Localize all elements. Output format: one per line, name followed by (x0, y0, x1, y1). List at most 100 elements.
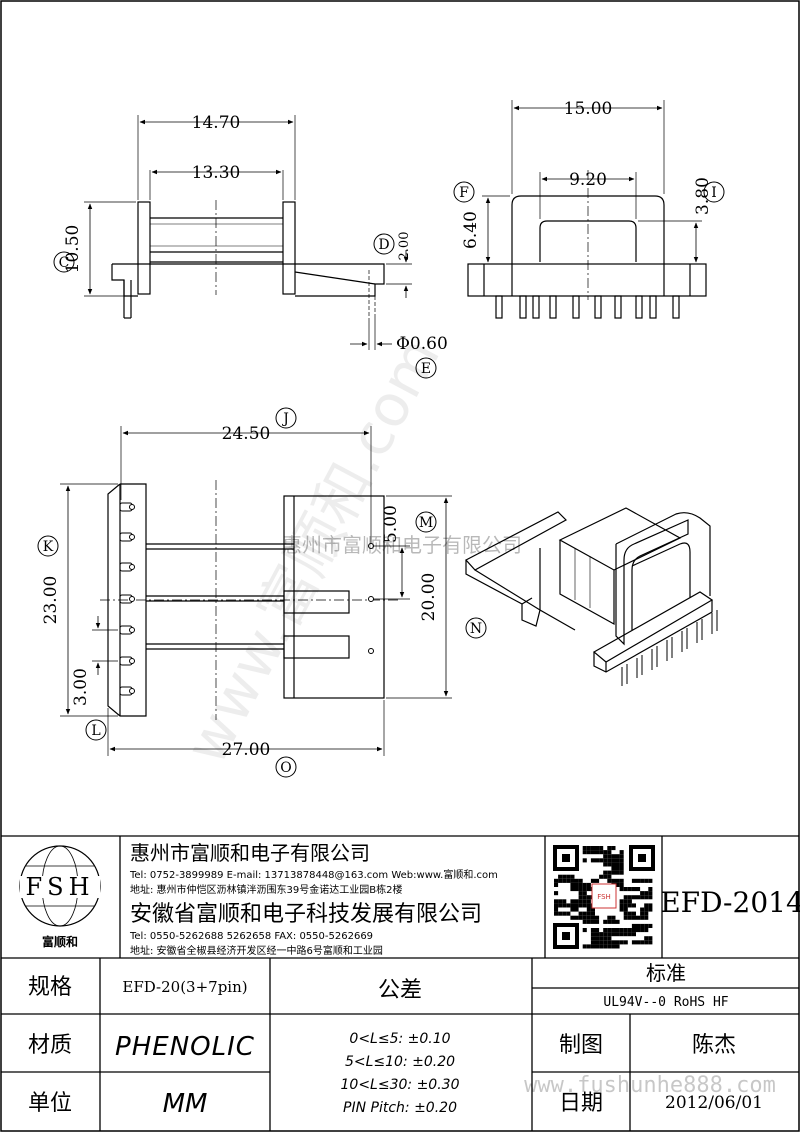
callout-j: J (275, 407, 297, 429)
qr-module (590, 878, 595, 883)
fsh-logo: FSH 富顺和 (19, 845, 101, 949)
qr-module (603, 862, 608, 867)
qr-module (603, 854, 608, 859)
qr-module (623, 940, 628, 945)
qr-module (590, 907, 595, 912)
qr-module (615, 944, 620, 949)
qr-module (558, 911, 563, 916)
qr-module (607, 915, 612, 920)
qr-module (648, 936, 653, 941)
callouts: C D E F I J K L M N O (37, 181, 725, 778)
svg-text:F: F (459, 185, 469, 201)
qr-module (582, 846, 587, 851)
qr-module (578, 911, 583, 916)
dim-14-70: 14.70 (192, 113, 241, 133)
qr-module (640, 891, 645, 896)
qr-module (636, 928, 641, 933)
qr-module (619, 932, 624, 937)
svg-text:O: O (280, 760, 291, 776)
qr-module (590, 858, 595, 863)
qr-module (644, 936, 649, 941)
qr-module (611, 932, 616, 937)
qr-module (648, 923, 653, 928)
qr-module (648, 878, 653, 883)
qr-module (586, 919, 591, 924)
svg-text:M: M (419, 515, 433, 531)
qr-module (590, 850, 595, 855)
qr-module (586, 887, 591, 892)
qr-module (644, 891, 649, 896)
qr-module (566, 903, 571, 908)
qr-module (590, 915, 595, 920)
svg-text:L: L (91, 723, 100, 739)
qr-module (578, 895, 583, 900)
qr-module (599, 936, 604, 941)
dim-6-40: 6.40 (461, 211, 481, 249)
qr-module (578, 882, 583, 887)
qr-module (590, 846, 595, 851)
side-view (84, 115, 412, 350)
company2-contact: Tel: 0550-5262688 5262658 FAX: 0550-5262… (129, 931, 373, 942)
qr-module (615, 878, 620, 883)
watermark-site: www.fushunhe888.com (524, 1073, 776, 1098)
qr-module (574, 899, 579, 904)
qr-module (582, 919, 587, 924)
tolerance-line: 5<L≤10: ±0.20 (345, 1054, 455, 1070)
tolerance-line: 10<L≤30: ±0.30 (341, 1077, 460, 1093)
qr-module (619, 903, 624, 908)
tolerance-label: 公差 (378, 978, 422, 1003)
qr-module (611, 854, 616, 859)
dim-23-00: 23.00 (41, 576, 61, 625)
qr-module (631, 895, 636, 900)
qr-module (607, 936, 612, 941)
qr-module (574, 878, 579, 883)
qr-module (607, 846, 612, 851)
qr-module (590, 919, 595, 924)
qr-module (619, 854, 624, 859)
qr-module (599, 850, 604, 855)
qr-module (640, 928, 645, 933)
dim-3-80: 3.80 (693, 177, 713, 215)
callout-m: M (415, 511, 437, 533)
qr-module (603, 870, 608, 875)
qr-module (595, 850, 600, 855)
callout-n: N (465, 617, 487, 639)
qr-module (615, 882, 620, 887)
qr-module (619, 878, 624, 883)
qr-module (615, 862, 620, 867)
qr-module (599, 846, 604, 851)
qr-module (611, 866, 616, 871)
qr-module (582, 915, 587, 920)
qr-module (582, 895, 587, 900)
qr-module (574, 915, 579, 920)
qr-module (562, 899, 567, 904)
qr-module (627, 928, 632, 933)
qr-module (607, 858, 612, 863)
qr-module (595, 878, 600, 883)
qr-module (554, 882, 559, 887)
qr-module (582, 899, 587, 904)
callout-l: L (85, 719, 107, 741)
qr-module (644, 928, 649, 933)
spec-label: 规格 (28, 975, 72, 1000)
qr-module (603, 919, 608, 924)
dim-24-50: 24.50 (222, 424, 271, 444)
qr-module (595, 944, 600, 949)
qr-module (615, 928, 620, 933)
qr-module (615, 866, 620, 871)
qr-module (619, 907, 624, 912)
qr-module (607, 854, 612, 859)
company1-address: 地址: 惠州市仲恺区沥林镇泮沥围东39号金诺达工业园B栋2楼 (130, 883, 403, 896)
qr-module (619, 850, 624, 855)
qr-module (562, 911, 567, 916)
qr-module (554, 878, 559, 883)
qr-module (586, 903, 591, 908)
qr-module (586, 882, 591, 887)
qr-module (582, 891, 587, 896)
dim-9-20: 9.20 (569, 170, 607, 190)
qr-module (619, 887, 624, 892)
dim-10-50: 10.50 (63, 225, 83, 274)
qr-module (615, 854, 620, 859)
qr-module (619, 899, 624, 904)
